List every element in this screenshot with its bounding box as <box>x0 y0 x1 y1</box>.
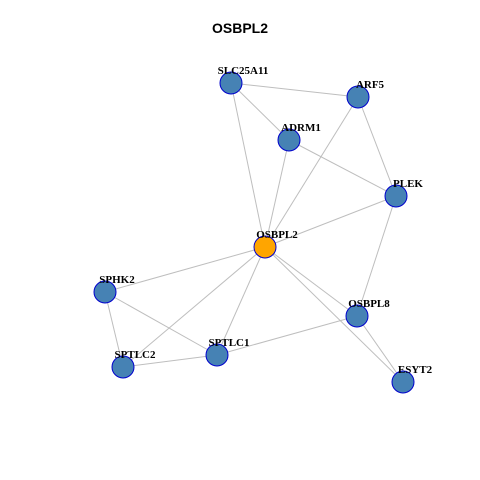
node-sphk2 <box>93 280 117 304</box>
edge-osbpl2-sptlc1 <box>216 246 266 356</box>
edge-sptlc1-osbpl8 <box>216 315 358 356</box>
node-label-adrm1: ADRM1 <box>281 122 321 134</box>
node-arf5 <box>346 85 370 109</box>
node-osbpl8 <box>345 304 369 328</box>
edge-sphk2-sptlc1 <box>104 291 218 356</box>
node-layer <box>93 71 415 394</box>
node-esyt2 <box>391 370 415 394</box>
node-adrm1 <box>277 128 301 152</box>
edge-arf5-osbpl2 <box>264 96 359 248</box>
edge-plek-osbpl2 <box>264 195 397 248</box>
edge-sptlc2-sptlc1 <box>122 354 218 368</box>
node-osbpl2 <box>253 235 277 259</box>
edge-sphk2-sptlc2 <box>104 291 124 368</box>
node-label-esyt2: ESYT2 <box>398 364 433 376</box>
edge-plek-osbpl8 <box>356 195 397 317</box>
node-label-sptlc2: SPTLC2 <box>115 349 156 361</box>
node-slc25a11 <box>219 71 243 95</box>
node-label-arf5: ARF5 <box>356 79 385 91</box>
edge-adrm1-osbpl2 <box>264 139 290 248</box>
edge-slc25a11-osbpl2 <box>230 82 266 248</box>
node-label-sphk2: SPHK2 <box>99 274 135 286</box>
edge-adrm1-plek <box>288 139 397 197</box>
edge-osbpl8-esyt2 <box>356 315 404 383</box>
edge-slc25a11-adrm1 <box>230 82 290 141</box>
edge-osbpl2-esyt2 <box>264 246 404 383</box>
edge-slc25a11-arf5 <box>230 82 359 98</box>
node-plek <box>384 184 408 208</box>
node-sptlc1 <box>205 343 229 367</box>
node-label-osbpl2: OSBPL2 <box>256 229 298 241</box>
node-label-plek: PLEK <box>393 178 423 190</box>
node-sptlc2 <box>111 355 135 379</box>
node-label-osbpl8: OSBPL8 <box>348 298 390 310</box>
node-label-sptlc1: SPTLC1 <box>209 337 250 349</box>
graph-title: OSBPL2 <box>211 20 268 36</box>
edge-osbpl2-sphk2 <box>104 246 266 293</box>
edge-osbpl2-osbpl8 <box>264 246 358 317</box>
edge-layer <box>104 82 404 383</box>
edge-arf5-plek <box>357 96 397 197</box>
node-label-slc25a11: SLC25A11 <box>218 65 269 77</box>
edge-osbpl2-sptlc2 <box>122 246 266 368</box>
